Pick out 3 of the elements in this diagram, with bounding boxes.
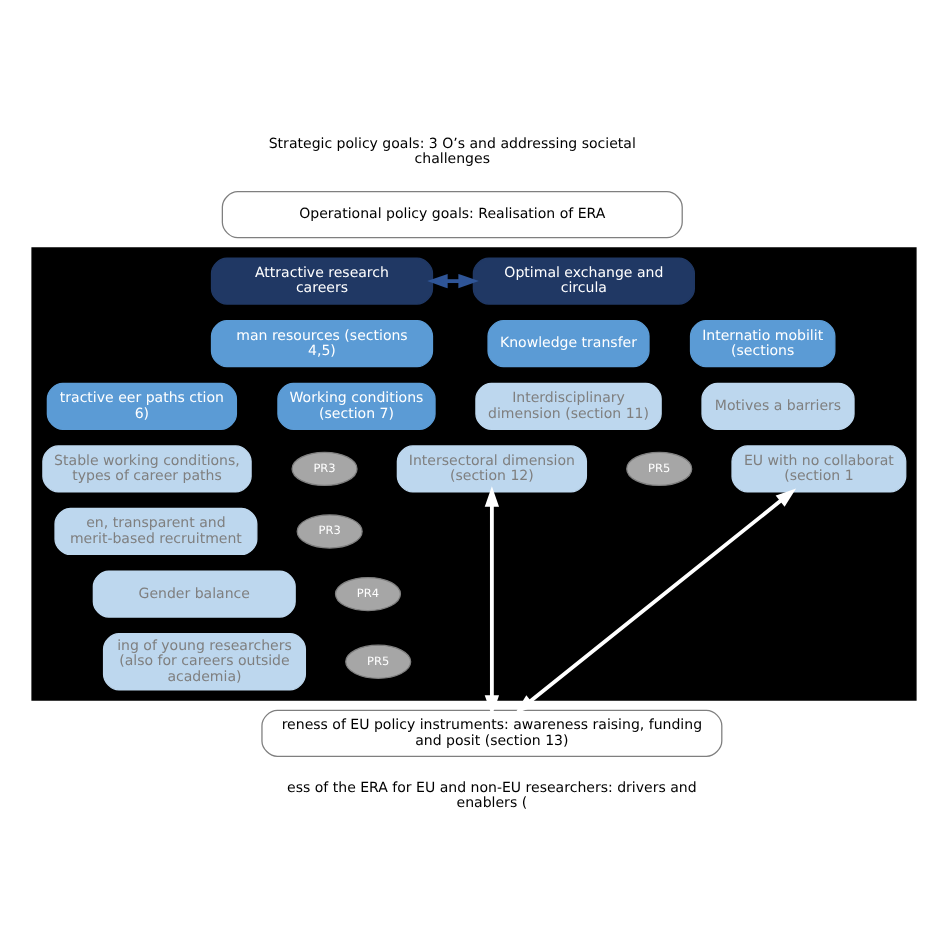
arrow	[484, 486, 500, 716]
arrow	[514, 488, 797, 714]
arrow	[427, 273, 479, 289]
